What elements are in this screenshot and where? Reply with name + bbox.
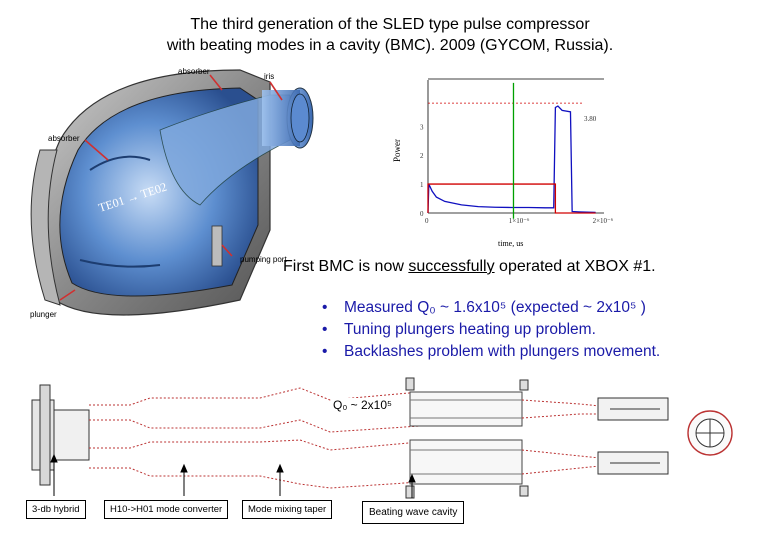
upper-converter — [89, 387, 421, 406]
y-tick-label: 2 — [420, 152, 424, 160]
label-absorber-left: absorber — [48, 134, 80, 143]
lower-cavity — [409, 439, 523, 485]
bmc-status-underlined: successfully — [408, 258, 495, 275]
bmc-status-suffix: operated at XBOX #1. — [494, 258, 656, 275]
label-absorber-top: absorber — [178, 67, 210, 76]
label-hybrid: 3-db hybrid — [26, 500, 86, 519]
plot-ylabel: Power — [392, 139, 402, 162]
page-title: The third generation of the SLED type pu… — [0, 14, 780, 56]
bullet-list: • Measured Q₀ ~ 1.6x10⁵ (expected ~ 2x10⁵… — [322, 297, 660, 363]
label-plunger: plunger — [30, 310, 57, 319]
y-tick-label: 3 — [420, 123, 424, 131]
bullet-item: • Backlashes problem with plungers moveme… — [322, 341, 660, 363]
bmc-status: First BMC is now successfully operated a… — [283, 258, 656, 276]
bullet-text: Measured Q₀ ~ 1.6x10⁵ (expected ~ 2x10⁵ … — [344, 299, 646, 316]
series-line-0 — [427, 105, 596, 214]
lower-converter — [89, 439, 421, 451]
label-cavity: Beating wave cavity — [362, 501, 465, 524]
q-label: Q₀ ~ 2x10⁵ — [331, 398, 394, 412]
upper-cavity — [409, 391, 523, 427]
plot-annotation: 3.80 — [584, 115, 597, 123]
y-tick-label: 0 — [420, 210, 424, 218]
title-line-2: with beating modes in a cavity (BMC). 20… — [166, 37, 614, 54]
bullet-dot: • — [322, 321, 328, 338]
x-tick-label: 0 — [425, 217, 429, 225]
plot-xlabel: time, us — [498, 239, 523, 248]
x-tick-label: 2×10⁻⁶ — [593, 217, 614, 225]
series-line-1 — [427, 183, 596, 214]
bullet-item: • Tuning plungers heating up problem. — [322, 319, 660, 341]
bullet-item: • Measured Q₀ ~ 1.6x10⁵ (expected ~ 2x10⁵… — [322, 297, 660, 319]
bmc-status-prefix: First BMC is now — [283, 258, 409, 275]
bullet-dot: • — [322, 299, 328, 316]
title-line-1: The third generation of the SLED type pu… — [190, 16, 590, 33]
bullet-text: Tuning plungers heating up problem. — [344, 321, 596, 338]
label-iris: iris — [264, 72, 274, 81]
taper-cone — [159, 94, 291, 206]
bullet-dot: • — [322, 343, 328, 360]
label-converter: H10->H01 mode converter — [104, 500, 229, 519]
label-pumping-port: pumping port — [240, 255, 287, 264]
label-taper: Mode mixing taper — [242, 500, 333, 519]
plunger-face — [30, 149, 61, 306]
bullet-text: Backlashes problem with plungers movemen… — [344, 343, 661, 360]
y-tick-label: 1 — [420, 181, 424, 189]
x-tick-label: 1×10⁻⁶ — [509, 217, 530, 225]
